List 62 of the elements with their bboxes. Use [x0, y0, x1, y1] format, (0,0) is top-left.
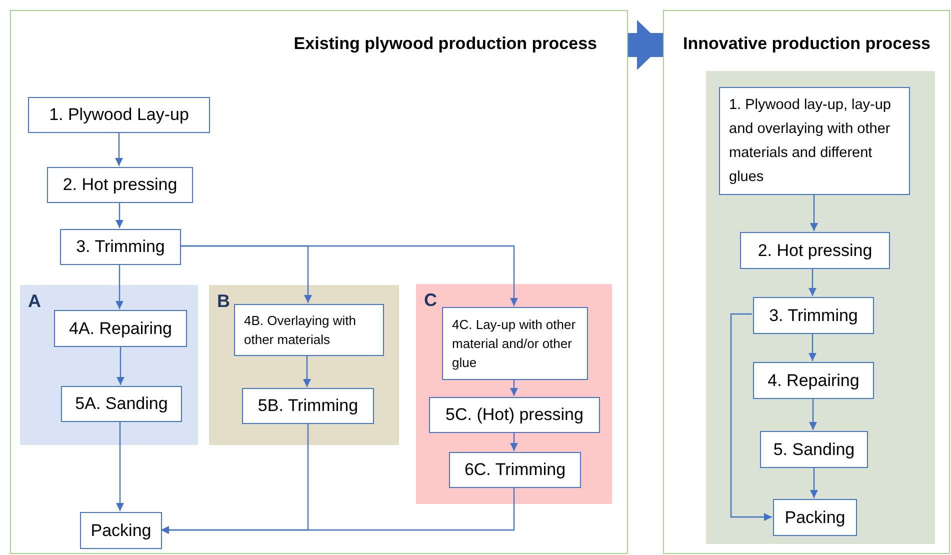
group-letter: C — [424, 289, 437, 311]
group-panel — [209, 285, 399, 445]
arrow — [510, 379, 518, 396]
process-box — [242, 388, 374, 424]
group-panel — [416, 284, 612, 504]
process-box — [234, 304, 384, 356]
arrow — [303, 355, 311, 387]
arrow — [808, 268, 816, 296]
step-label: 5A. Sanding — [75, 394, 168, 414]
process-box — [753, 362, 874, 399]
block-arrow — [628, 20, 663, 70]
step-label: 4B. Overlaying with other materials — [244, 312, 357, 349]
group-panel — [20, 285, 198, 445]
process-box — [773, 499, 857, 536]
step-label: 4A. Repairing — [68, 318, 172, 338]
arrow — [809, 398, 817, 430]
process-box — [47, 167, 193, 203]
panel-title: Existing plywood production process — [294, 33, 597, 55]
arrow — [116, 421, 124, 511]
process-box — [429, 397, 600, 433]
process-box — [449, 452, 581, 488]
step-label: 5C. (Hot) pressing — [446, 405, 584, 425]
process-panel — [10, 10, 628, 554]
step-label: Packing — [90, 520, 152, 540]
step-label: Packing — [784, 508, 846, 528]
process-box — [28, 97, 210, 133]
arrow — [810, 467, 818, 498]
arrow — [180, 245, 518, 306]
process-box — [80, 512, 162, 549]
arrow — [730, 313, 772, 521]
step-label: 5B. Trimming — [258, 396, 358, 416]
process-box — [61, 386, 182, 422]
process-box — [740, 232, 890, 269]
step-label: 1. Plywood Lay-up — [49, 105, 189, 125]
process-box — [442, 307, 588, 380]
process-box — [54, 310, 187, 347]
step-label: 6C. Trimming — [464, 460, 566, 480]
step-label: 4. Repairing — [768, 370, 860, 390]
arrow — [810, 194, 818, 231]
process-panel — [663, 10, 950, 554]
arrow — [115, 132, 123, 166]
process-box — [753, 297, 874, 334]
arrow — [116, 264, 124, 309]
process-box — [60, 229, 181, 265]
step-label: 4C. Lay-up with other material and/or other glue — [452, 316, 577, 372]
process-box — [760, 431, 868, 468]
step-label: 1. Plywood lay-up, lay-up and overlaying with other materials and different glues — [729, 96, 892, 187]
arrow — [116, 346, 124, 385]
step-label: 3. Trimming — [769, 306, 858, 326]
arrow — [808, 333, 816, 361]
panel-title: Innovative production process — [683, 33, 930, 55]
stage-band — [706, 71, 935, 544]
arrow — [116, 202, 124, 228]
step-label: 5. Sanding — [773, 440, 855, 460]
process-box — [719, 87, 910, 195]
step-label: 3. Trimming — [76, 237, 165, 257]
arrow — [510, 432, 518, 451]
arrow — [161, 487, 515, 534]
group-letter: A — [28, 290, 41, 312]
group-letter: B — [217, 290, 230, 312]
step-label: 2. Hot pressing — [62, 175, 178, 195]
step-label: 2. Hot pressing — [758, 240, 872, 260]
